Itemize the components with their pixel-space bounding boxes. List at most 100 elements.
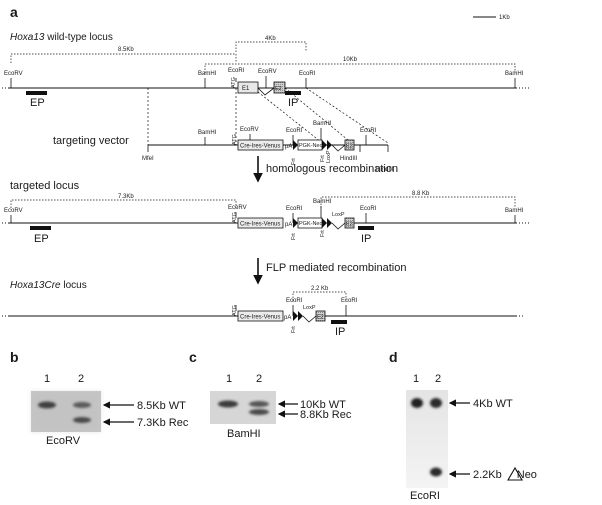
cre-loxp: LoxP xyxy=(303,305,316,311)
cre-cassette xyxy=(237,310,284,322)
blot-b-band-lane2-rec xyxy=(73,417,91,423)
blot-b-band-lane2-wt xyxy=(73,402,91,408)
tl-distance-73kb xyxy=(10,199,237,208)
tv-atg: ATG xyxy=(232,134,238,145)
cre-probe-ip xyxy=(331,320,347,324)
wt-probe-ip xyxy=(285,91,301,95)
tv-cre-cassette xyxy=(237,139,284,151)
blot-b: 1 2 8.5Kb WT 7.3Kb Rec EcoRV xyxy=(31,373,189,447)
tl-probe-ip-label: IP xyxy=(361,233,371,245)
tl-cre-cassette-label: Cre-Ires-Venus xyxy=(240,222,280,228)
tl-exon2-label: E2 xyxy=(346,222,353,228)
tv-site-hindiii-2: HindIII xyxy=(376,167,394,173)
tl-distance-88kb xyxy=(320,196,516,208)
blot-c-band-lane1-wt xyxy=(218,400,238,408)
wt-site-ecori-2: EcoRI xyxy=(299,71,316,77)
tv-neo-label: PGK-Neo xyxy=(299,143,323,149)
blot-b-lane1: 1 xyxy=(44,373,50,385)
tv-site-bamhi: BamHI xyxy=(198,130,217,136)
cre-pa: pA xyxy=(284,315,291,321)
delta-icon xyxy=(507,466,523,481)
tv-site-ecorv: EcoRV xyxy=(240,127,259,133)
wt-probe-ip-label: IP xyxy=(288,97,298,109)
cre-loxp-mark xyxy=(298,311,303,321)
tv-site-ecori-1: EcoRI xyxy=(286,128,303,134)
tv-site-mfei: MfeI xyxy=(142,156,154,162)
wt-locus: Hoxa13 wild-type locus 4Kb 8.5Kb 10Kb E1… xyxy=(2,32,530,109)
wt-exon2-label: E2 xyxy=(275,86,282,92)
wt-exon2 xyxy=(273,81,286,94)
tl-pa: pA xyxy=(285,222,292,228)
tl-frt2: Frt xyxy=(320,230,326,237)
blot-d-wt-label: 4Kb WT xyxy=(473,398,513,410)
tv-pa: pA xyxy=(285,144,292,150)
tl-frt2-mark xyxy=(322,218,327,228)
tl-frt1-mark xyxy=(293,218,298,228)
cre-cassette-label: Cre-Ires-Venus xyxy=(240,315,280,321)
blot-c-lane2: 2 xyxy=(256,373,262,385)
wt-distance-85kb xyxy=(10,53,237,63)
tv-loxp: LoxP xyxy=(326,150,332,163)
scale-bar: 1Kb xyxy=(473,15,510,21)
tv-site-hindiii-1: HindIII xyxy=(340,156,358,162)
blot-d-band-lane2-rec xyxy=(430,467,442,477)
tv-site-bamhi-2: BamHI xyxy=(313,121,332,127)
wt-probe-ep-label: EP xyxy=(30,97,45,109)
blot-c: 1 2 10Kb WT 8.8Kb Rec BamHI xyxy=(210,373,352,440)
blot-d-lane2: 2 xyxy=(435,373,441,385)
tl-exon2 xyxy=(344,217,355,229)
blot-c-rec-label: 8.8Kb Rec xyxy=(300,409,352,421)
panel-label-a: a xyxy=(10,4,18,20)
tv-exon2-label: E2 xyxy=(346,144,353,150)
tl-frt1: Frt xyxy=(291,233,297,240)
cre-site-ecori-2: EcoRI xyxy=(341,298,358,304)
tl-loxp: LoxP xyxy=(332,212,345,218)
blot-c-lane1: 1 xyxy=(226,373,232,385)
cre-atg: ATG xyxy=(232,305,238,316)
cre-exon2 xyxy=(315,310,326,322)
tl-site-ecorv: EcoRV xyxy=(4,208,23,214)
wt-distance-10kb-label: 10Kb xyxy=(343,57,358,63)
blot-b-wt-label: 8.5Kb WT xyxy=(137,400,186,412)
cre-distance-22kb-label: 2.2 Kb xyxy=(311,286,329,292)
cre-frt: Frt xyxy=(291,326,297,333)
blot-c-wt-label: 10Kb WT xyxy=(300,399,346,411)
cre-frt-mark xyxy=(293,311,298,321)
tl-site-ecori-2: EcoRI xyxy=(360,206,377,212)
blot-c-band-lane2-rec xyxy=(249,409,269,415)
wt-exon1 xyxy=(237,81,259,94)
tv-frt1-mark xyxy=(293,140,298,150)
wt-exon1-label: E1 xyxy=(242,86,250,92)
blot-b-rec-label: 7.3Kb Rec xyxy=(137,417,189,429)
targeting-vector: targeting vector MfeI BamHI EcoRV EcoRI … xyxy=(53,121,394,173)
blot-c-band-lane2-wt xyxy=(249,401,269,407)
step2-label: FLP mediated recombination xyxy=(266,262,406,274)
panel-label-b: b xyxy=(10,349,19,365)
tv-cre-cassette-label: Cre-Ires-Venus xyxy=(240,144,280,150)
panel-label-d: d xyxy=(389,349,398,365)
wt-site-ecorv-mid: EcoRV xyxy=(258,69,277,75)
targeting-vector-title: targeting vector xyxy=(53,135,129,147)
blot-d-enzyme: EcoRI xyxy=(410,490,440,502)
tv-site-ecori-2: EcoRI xyxy=(360,128,377,134)
tl-probe-ep-label: EP xyxy=(34,233,49,245)
blot-d-lane1: 1 xyxy=(413,373,419,385)
tl-cre-cassette xyxy=(237,217,284,229)
cre-probe-ip-label: IP xyxy=(335,326,345,338)
blot-d-band-lane1-wt xyxy=(411,398,423,408)
tl-site-ecorv-2: EcoRV xyxy=(228,205,247,211)
tl-neo-label: PGK-Neo xyxy=(299,221,323,227)
blot-c-enzyme: BamHI xyxy=(227,428,261,440)
tl-site-ecori-1: EcoRI xyxy=(286,206,303,212)
wt-distance-85kb-label: 8.5Kb xyxy=(118,47,134,53)
wt-probe-ep xyxy=(26,91,47,95)
step1-label: homologous recombination xyxy=(266,163,398,175)
tl-probe-ep xyxy=(30,226,51,230)
tv-exon2 xyxy=(344,139,355,151)
tl-distance-73kb-label: 7.3Kb xyxy=(118,194,134,200)
wt-distance-10kb xyxy=(204,63,516,73)
blot-b-band-lane1-wt xyxy=(38,401,56,409)
